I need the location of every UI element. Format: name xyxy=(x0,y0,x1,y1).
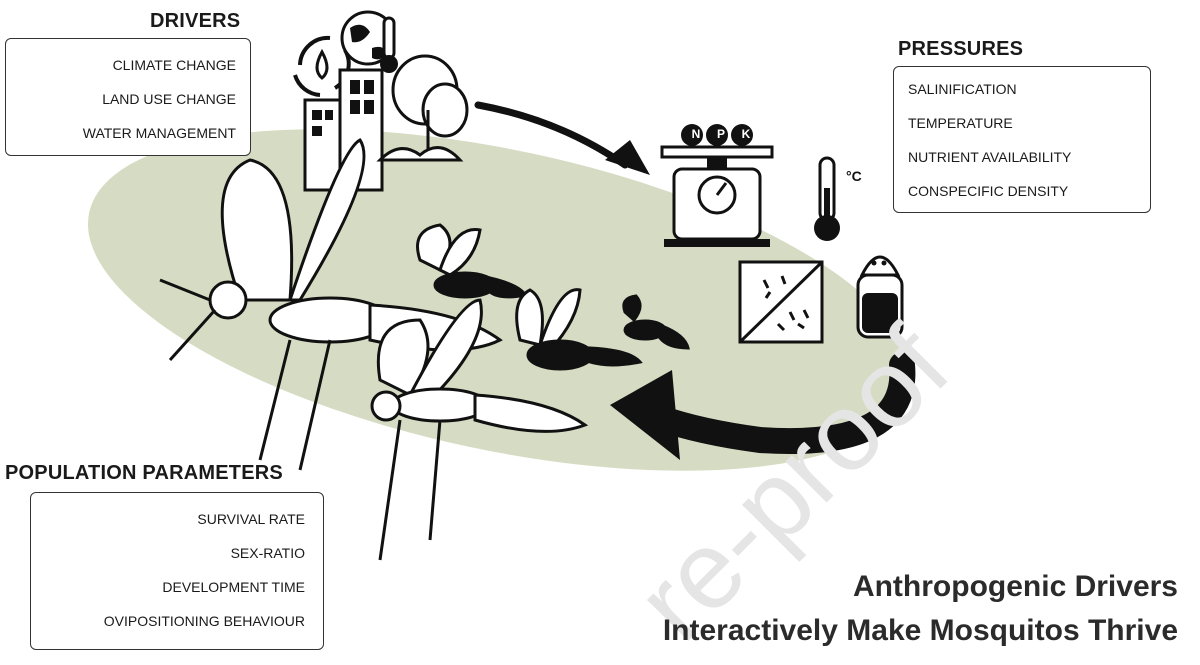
population-item-development: DEVELOPMENT TIME xyxy=(162,579,305,595)
driver-item-land-use: LAND USE CHANGE xyxy=(102,91,236,107)
pressures-heading: PRESSURES xyxy=(898,38,1023,61)
scale-label-n: N xyxy=(685,127,707,141)
thermometer-icon xyxy=(814,158,840,241)
density-comparison-icon xyxy=(740,262,822,342)
scale-label-k: K xyxy=(735,127,757,141)
driver-item-water: WATER MANAGEMENT xyxy=(83,125,236,141)
drivers-heading: DRIVERS xyxy=(150,10,240,33)
pressure-item-temperature: TEMPERATURE xyxy=(908,115,1013,131)
title-line-1: Anthropogenic Drivers xyxy=(853,570,1178,604)
npk-scale-icon xyxy=(662,124,772,247)
population-item-sex-ratio: SEX-RATIO xyxy=(231,545,305,561)
salt-shaker-icon xyxy=(858,257,902,337)
drivers-box: CLIMATE CHANGE LAND USE CHANGE WATER MAN… xyxy=(5,38,251,156)
population-heading: POPULATION PARAMETERS xyxy=(5,462,283,485)
population-item-oviposition: OVIPOSITIONING BEHAVIOUR xyxy=(104,613,305,629)
thermometer-unit: °C xyxy=(846,168,862,184)
pressures-box: SALINIFICATION TEMPERATURE NUTRIENT AVAI… xyxy=(893,66,1151,213)
title-line-2: Interactively Make Mosquitos Thrive xyxy=(663,614,1178,648)
scale-label-p: P xyxy=(710,127,732,141)
pressure-item-density: CONSPECIFIC DENSITY xyxy=(908,183,1068,199)
pressure-item-nutrient: NUTRIENT AVAILABILITY xyxy=(908,149,1071,165)
arrow-head-1 xyxy=(605,140,650,175)
population-box: SURVIVAL RATE SEX-RATIO DEVELOPMENT TIME… xyxy=(30,492,324,650)
driver-item-climate: CLIMATE CHANGE xyxy=(113,57,236,73)
population-item-survival: SURVIVAL RATE xyxy=(197,511,305,527)
pressure-item-salinification: SALINIFICATION xyxy=(908,81,1017,97)
